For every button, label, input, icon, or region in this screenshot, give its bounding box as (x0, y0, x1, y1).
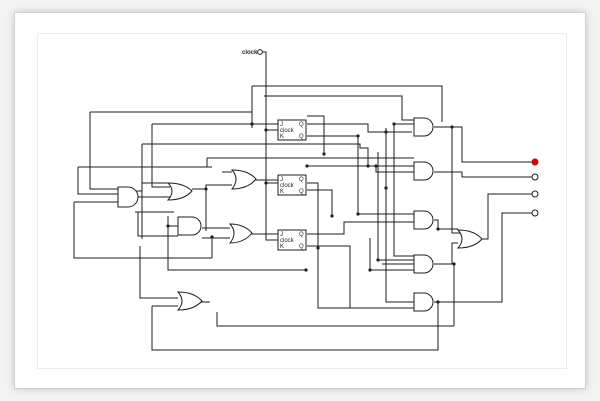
or-gate (230, 169, 257, 190)
and-gates (117, 117, 434, 312)
and-gate (413, 210, 434, 230)
ff-clock-label: clock (280, 128, 295, 134)
or-gate (456, 229, 483, 249)
wires (73, 51, 534, 351)
clock-input[interactable]: clock (242, 49, 263, 56)
output-pin-4[interactable] (531, 209, 539, 217)
or-gate (176, 291, 203, 311)
ff-qn-label: Q (299, 134, 304, 140)
ff-qn-label: Q (299, 189, 304, 195)
ff-clock-label: clock (280, 183, 295, 189)
circuit-diagram: J clock K Q Q J clock K Q Q J clock K Q … (73, 49, 539, 351)
ff-j-label: J (280, 177, 283, 183)
ff-k-label: K (280, 189, 284, 195)
jk-flipflop-2: J clock K Q Q (277, 174, 307, 196)
ff-j-label: J (280, 122, 283, 128)
and-gate (413, 161, 434, 181)
or-gate (228, 223, 253, 244)
and-gate (413, 117, 434, 137)
ff-k-label: K (280, 244, 284, 250)
ff-k-label: K (280, 134, 284, 140)
ff-q-label: Q (299, 232, 304, 238)
ff-j-label: J (280, 232, 283, 238)
or-gates (166, 169, 483, 311)
output-pin-1[interactable] (531, 158, 539, 166)
and-gate (413, 292, 434, 312)
and-gate (177, 216, 202, 236)
circuit-canvas: J clock K Q Q J clock K Q Q J clock K Q … (37, 33, 567, 369)
clock-pin[interactable] (257, 49, 263, 55)
jk-flipflop-1: J clock K Q Q (277, 119, 307, 141)
diagram-frame: J clock K Q Q J clock K Q Q J clock K Q … (14, 12, 586, 389)
jk-flipflop-3: J clock K Q Q (277, 229, 307, 251)
and-gate (413, 254, 434, 274)
junction-dots (166, 122, 456, 304)
or-gate (166, 182, 193, 201)
and-gate (117, 186, 139, 208)
ff-q-label: Q (299, 122, 304, 128)
output-pins (531, 158, 539, 217)
ff-qn-label: Q (299, 244, 304, 250)
output-pin-3[interactable] (531, 190, 539, 198)
output-pin-2[interactable] (531, 173, 539, 181)
ff-q-label: Q (299, 177, 304, 183)
clock-label: clock (242, 50, 258, 56)
ff-clock-label: clock (280, 238, 295, 244)
